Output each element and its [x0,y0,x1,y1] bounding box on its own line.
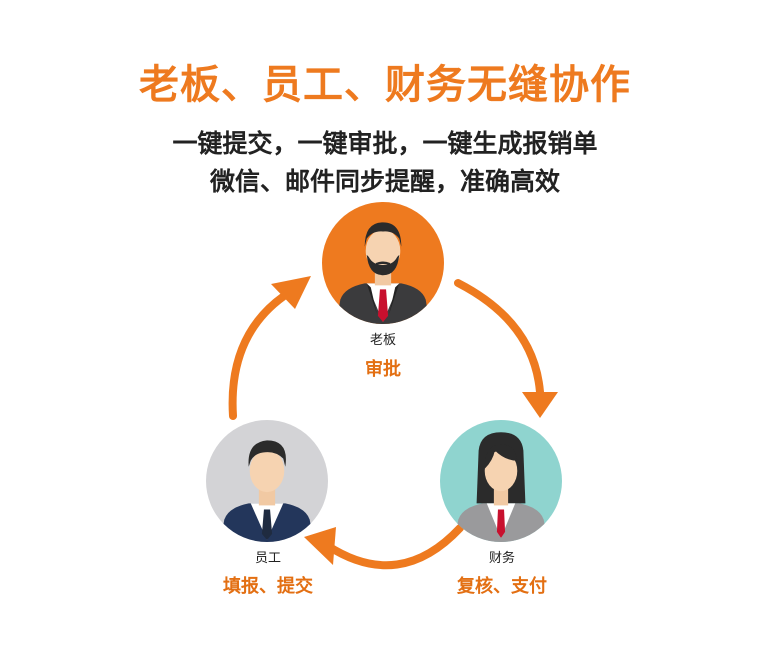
finance-avatar [440,420,562,542]
boss-avatar [322,202,444,324]
arrow-finance-to-employee [324,524,464,570]
arrowhead-finance [522,392,558,418]
subtitle-line-2: 微信、邮件同步提醒，准确高效 [209,167,560,196]
finance-label: 财务 [488,551,515,566]
page-title: 老板、员工、财务无缝协作 [139,62,631,108]
boss-action: 审批 [365,359,401,380]
subtitle-line-1: 一键提交，一键审批，一键生成报销单 [172,129,598,158]
arrow-boss-to-finance [454,279,544,396]
employee-label: 员工 [254,551,281,566]
employee-avatar [206,420,328,542]
arrow-employee-to-boss [228,292,288,420]
employee-action: 填报、提交 [223,576,313,597]
finance-action: 复核、支付 [457,576,547,597]
arrowhead-boss [271,276,311,309]
arrowhead-employee [304,527,336,565]
boss-label: 老板 [369,333,396,348]
